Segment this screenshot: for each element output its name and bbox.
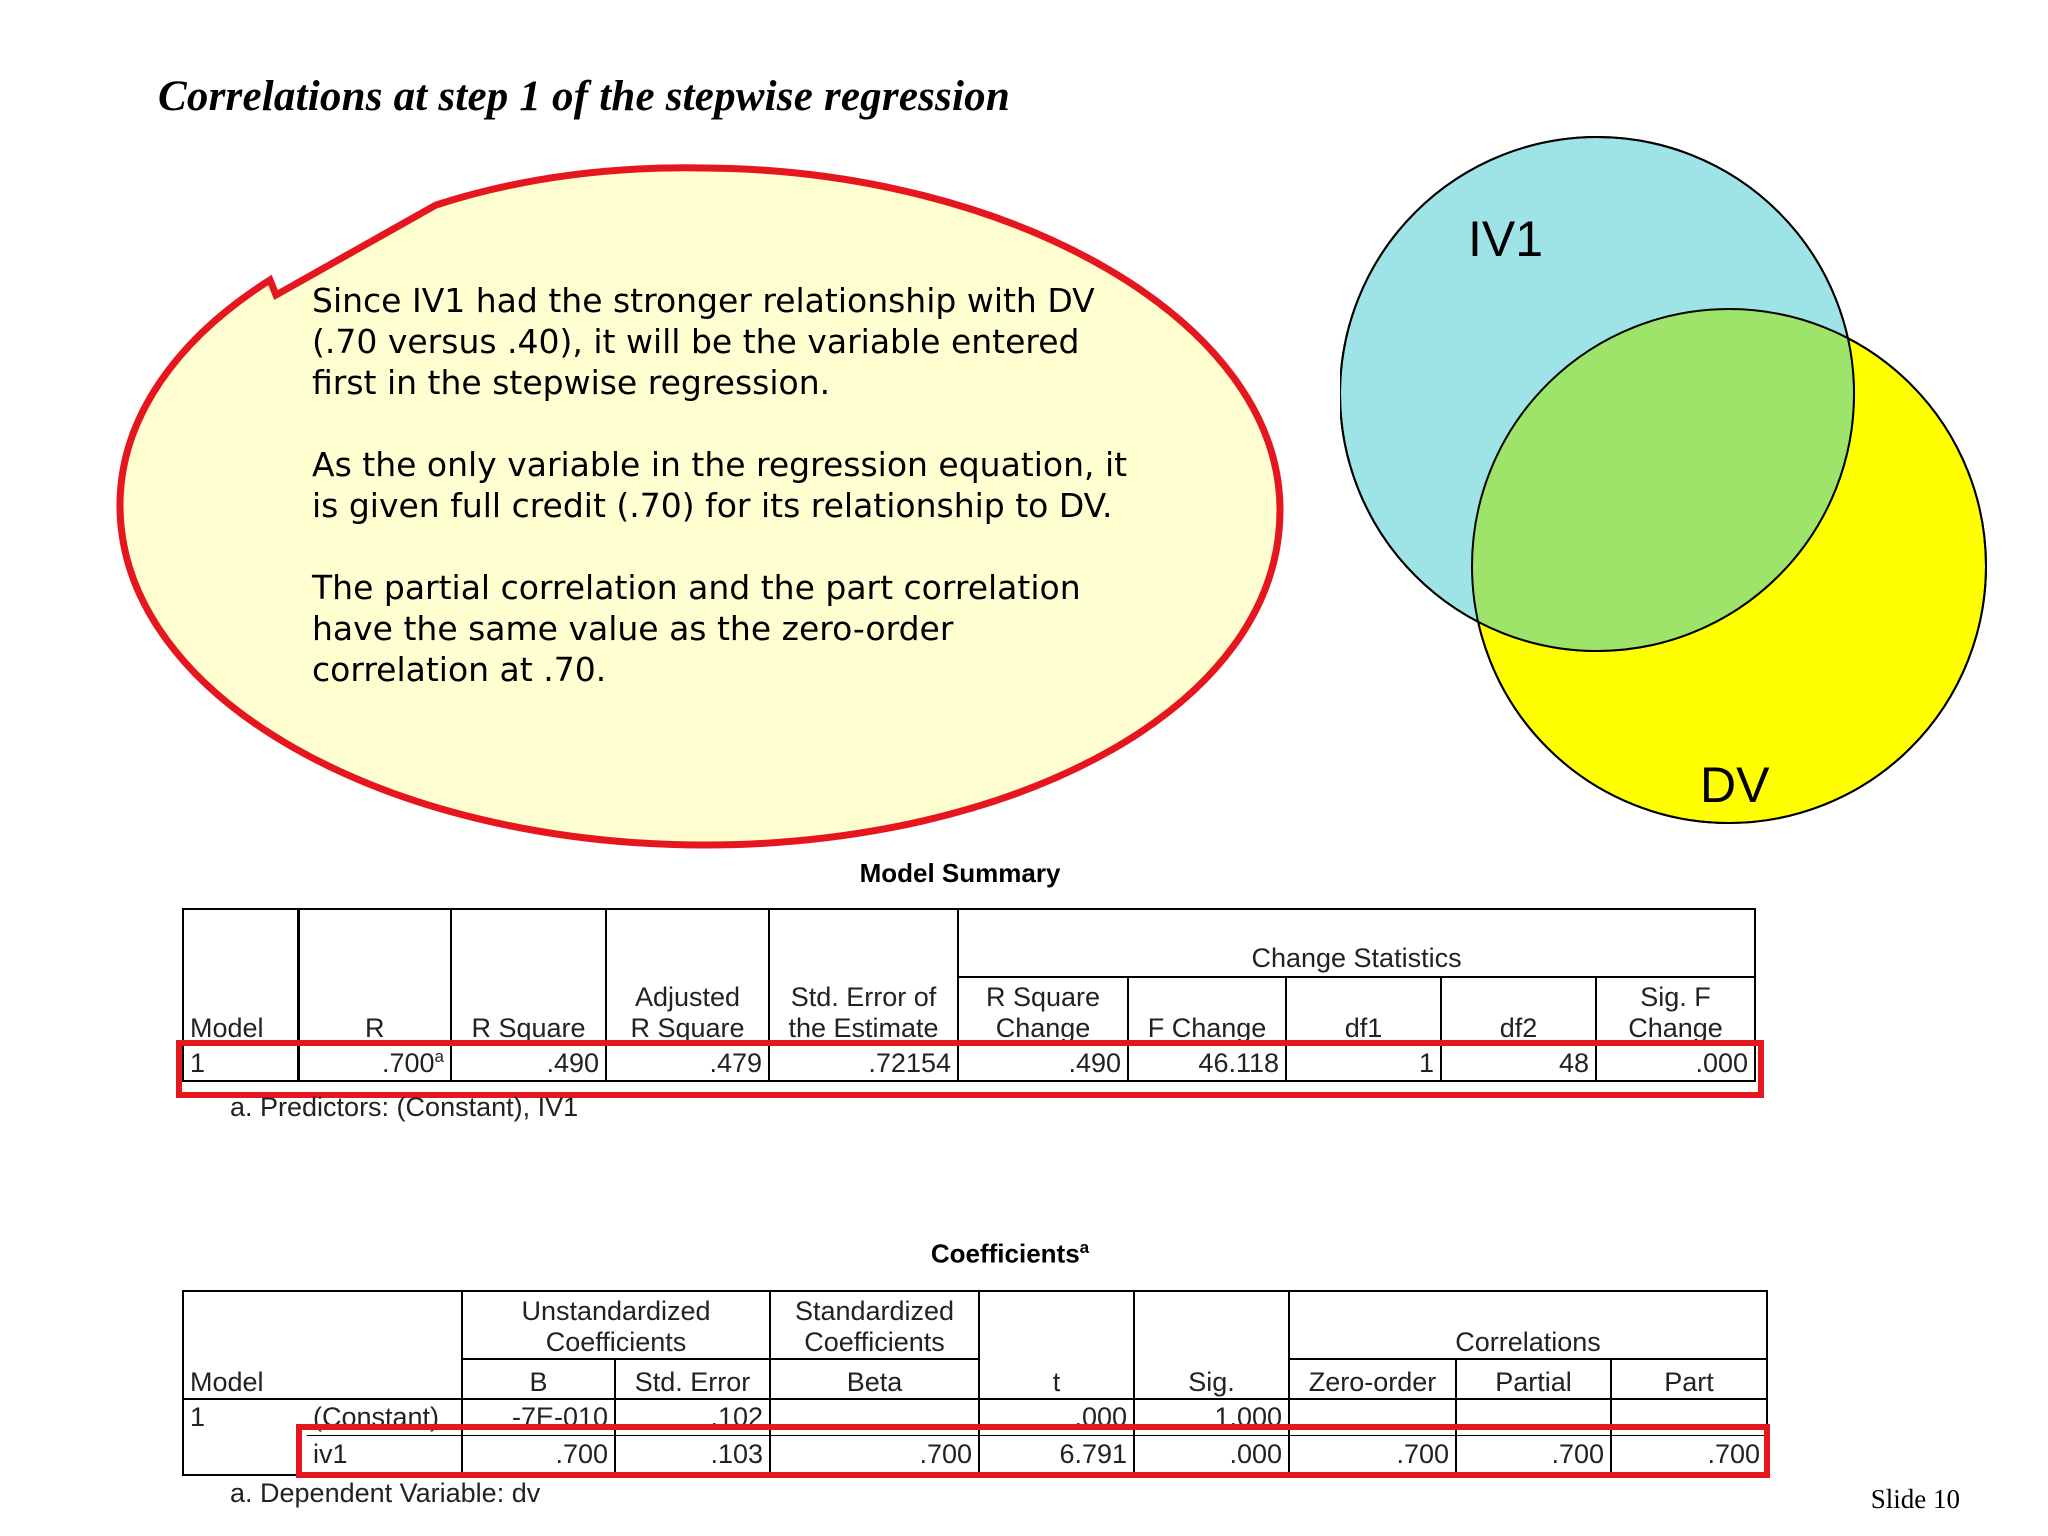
- ms-cell-df1: 1: [1285, 1044, 1441, 1082]
- coefficients-title: Coefficientsa: [930, 1238, 1090, 1269]
- coef-header-t: t: [978, 1290, 1135, 1399]
- ms-cell-model: 1: [182, 1044, 298, 1082]
- ms-header-r-square: R Square: [450, 908, 606, 1045]
- ms-cell-sig-f-change: .000: [1594, 1044, 1757, 1082]
- coef-cell-sig: .000: [1133, 1434, 1290, 1476]
- ms-cell-r-square-change: .490: [957, 1044, 1128, 1082]
- coef-cell-sig: 1.000: [1133, 1398, 1290, 1435]
- venn-dv-outline: [1471, 308, 1987, 824]
- coef-row-constant: 1 (Constant) -7E-010 .102 .000 1.000: [182, 1398, 1769, 1435]
- coef-header-beta: Beta: [769, 1359, 980, 1399]
- coef-row-iv1: iv1 .700 .103 .700 6.791 .000 .700 .700 …: [182, 1434, 1769, 1476]
- coef-header-zero-order: Zero-order: [1288, 1359, 1457, 1399]
- ms-cell-df2: 48: [1440, 1044, 1596, 1082]
- ms-cell-adj-r-square: .479: [605, 1044, 769, 1082]
- ms-cell-f-change: 46.118: [1127, 1044, 1286, 1082]
- model-summary-title: Model Summary: [859, 858, 1061, 888]
- coef-cell-name: (Constant): [307, 1398, 463, 1435]
- coef-cell-model: [182, 1435, 307, 1476]
- venn-iv1-outline: [1340, 136, 1855, 652]
- ms-header-df1: df1: [1285, 977, 1441, 1045]
- coef-cell-std-error: .103: [614, 1434, 771, 1476]
- coef-header-part: Part: [1610, 1359, 1769, 1399]
- coef-header-sig: Sig.: [1133, 1290, 1290, 1399]
- coef-cell-std-error: .102: [614, 1398, 771, 1435]
- ms-header-df2: df2: [1440, 977, 1596, 1045]
- ms-cell-std-error: .72154: [768, 1044, 958, 1082]
- coef-cell-zero-order: [1288, 1398, 1457, 1435]
- slide-number: Slide 10: [1870, 1484, 1960, 1514]
- coef-cell-partial: .700: [1455, 1434, 1612, 1476]
- venn-diagram: [1340, 136, 1987, 824]
- coef-cell-beta: [769, 1398, 980, 1435]
- coef-cell-beta: .700: [769, 1434, 980, 1476]
- coef-cell-b: .700: [461, 1434, 616, 1476]
- ms-header-model: Model: [182, 908, 298, 1045]
- callout-text: Since IV1 had the stronger relationship …: [312, 280, 1132, 731]
- coef-cell-b: -7E-010: [461, 1398, 616, 1435]
- coef-cell-t: .000: [978, 1398, 1135, 1435]
- ms-cell-r: .700a: [296, 1044, 451, 1082]
- coef-cell-part: .700: [1610, 1434, 1769, 1476]
- coef-header-correlations: Correlations: [1288, 1290, 1769, 1360]
- coef-header-partial: Partial: [1455, 1359, 1612, 1399]
- venn-label-iv1: IV1: [1468, 211, 1544, 267]
- callout-paragraph-2: As the only variable in the regression e…: [312, 445, 1128, 525]
- coef-header-model: Model: [181, 1290, 463, 1399]
- ms-row-1: 1 .700a .490 .479 .72154 .490 46.118 1 4…: [182, 1044, 1757, 1082]
- ms-header-r: R: [296, 908, 451, 1045]
- venn-label-dv: DV: [1700, 757, 1770, 813]
- coefficients-footnote: a. Dependent Variable: dv: [230, 1478, 541, 1508]
- coef-header-std-error: Std. Error: [614, 1359, 771, 1399]
- venn-overlap: [1472, 309, 1854, 651]
- coef-cell-zero-order: .700: [1288, 1434, 1457, 1476]
- ms-cell-r-square: .490: [450, 1044, 606, 1082]
- model-summary-footnote: a. Predictors: (Constant), IV1: [230, 1092, 579, 1122]
- coef-header-b: B: [461, 1359, 616, 1399]
- callout-paragraph-1: Since IV1 had the stronger relationship …: [312, 281, 1095, 402]
- coef-cell-part: [1610, 1398, 1769, 1435]
- coef-cell-t: 6.791: [978, 1434, 1135, 1476]
- ms-header-f-change: F Change: [1127, 977, 1286, 1045]
- ms-header-change-statistics: Change Statistics: [956, 908, 1757, 978]
- coef-cell-name: iv1: [307, 1434, 463, 1476]
- coef-cell-partial: [1455, 1398, 1612, 1435]
- coef-cell-model: 1: [182, 1398, 307, 1435]
- slide-title: Correlations at step 1 of the stepwise r…: [158, 73, 1010, 120]
- callout-paragraph-3: The partial correlation and the part cor…: [312, 568, 1081, 689]
